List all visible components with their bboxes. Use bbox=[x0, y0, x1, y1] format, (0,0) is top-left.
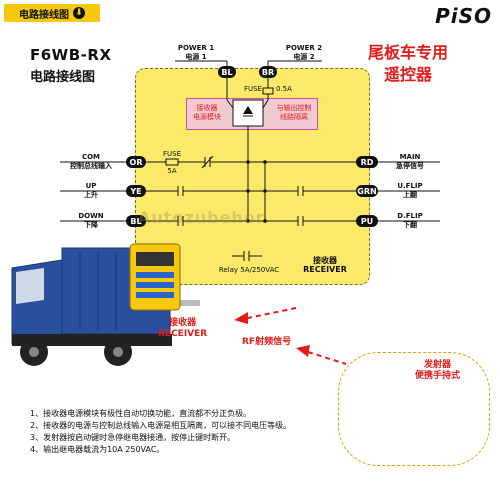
main-en: MAIN bbox=[399, 153, 421, 161]
product-title-line1: 尾板车专用 bbox=[368, 43, 449, 62]
or-badge: OR bbox=[126, 156, 146, 168]
product-title-line2: 遥控器 bbox=[384, 65, 433, 84]
truck-window bbox=[16, 268, 44, 304]
grn-badge: GRN bbox=[356, 185, 378, 197]
pu-badge: PU bbox=[356, 215, 378, 227]
module-right-line1: 与输出控制 bbox=[276, 104, 312, 112]
dflip-label: D.FLIP 下翻 bbox=[388, 212, 432, 230]
up-label: UP 上升 bbox=[66, 182, 116, 200]
diagram-subtitle: 电路接线图 bbox=[30, 70, 96, 85]
note-item: 1、接收器电源模块有极性自动切换功能，直流都不分正负极。 bbox=[30, 409, 252, 418]
transmitter-label: 发射器 便携手持式 bbox=[415, 360, 460, 382]
com-fuse-symbol bbox=[165, 158, 179, 166]
product-title: 尾板车专用 遥控器 bbox=[368, 42, 448, 86]
module-left-line2: 电源模块 bbox=[193, 113, 221, 121]
main-label: MAIN 急停信号 bbox=[388, 153, 432, 171]
receiver-cn: 接收器 bbox=[313, 256, 337, 265]
up-en: UP bbox=[85, 182, 97, 190]
rd-badge: RD bbox=[356, 156, 378, 168]
fuse-top-value: 0.5A bbox=[276, 85, 292, 93]
power2-label: POWER 2 电源 2 bbox=[282, 44, 326, 62]
module-right-text: 与输出控制 线路隔离 bbox=[272, 104, 316, 122]
section-tag-label: 电路接线图 bbox=[19, 9, 69, 21]
com-fuse-value: 5A bbox=[167, 167, 177, 175]
section-tag: 电路接线图 ⬇ bbox=[4, 4, 100, 22]
module-right-line2: 线路隔离 bbox=[280, 113, 308, 121]
rf-arrow-transmitter bbox=[307, 351, 347, 365]
transmitter-label-line1: 发射器 bbox=[424, 360, 452, 370]
up-cn: 上升 bbox=[84, 191, 98, 199]
note-item: 4、输出继电器载流为10A 250VAC。 bbox=[30, 445, 165, 454]
br-top-badge: BR bbox=[259, 66, 277, 78]
com-cn: 控制总线输入 bbox=[70, 162, 112, 170]
power1-en: POWER 1 bbox=[177, 44, 215, 52]
bl-badge: BL bbox=[126, 215, 146, 227]
receiver-label: 接收器 RECEIVER bbox=[300, 256, 350, 274]
rf-signal-label: RF射频信号 bbox=[242, 337, 292, 347]
dflip-cn: 下翻 bbox=[403, 221, 417, 229]
transmitter-frame bbox=[338, 352, 490, 466]
fuse-top-label: FUSE bbox=[243, 85, 262, 93]
uflip-en: U.FLIP bbox=[397, 182, 423, 190]
brand-logo: PiSO bbox=[435, 4, 492, 28]
photo-receiver-en: RECEIVER bbox=[158, 329, 208, 339]
down-en: DOWN bbox=[78, 212, 104, 220]
transmitter-label-line2: 便携手持式 bbox=[415, 371, 461, 381]
notes-list: 1、接收器电源模块有极性自动切换功能，直流都不分正负极。 2、接收器的电源与控制… bbox=[30, 408, 291, 456]
model-title: F6WB-RX bbox=[30, 46, 112, 64]
relay-label: Relay 5A/250VAC bbox=[218, 266, 280, 274]
photo-receiver-cn: 接收器 bbox=[169, 318, 197, 328]
dflip-en: D.FLIP bbox=[397, 212, 423, 220]
main-cn: 急停信号 bbox=[396, 162, 424, 170]
receiver-en: RECEIVER bbox=[303, 265, 347, 274]
note-item: 2、接收器的电源与控制总线输入电源是相互隔离，可以接不同电压等级。 bbox=[30, 421, 292, 430]
com-en: COM bbox=[81, 153, 101, 161]
uflip-cn: 上翻 bbox=[403, 191, 417, 199]
down-label: DOWN 下降 bbox=[66, 212, 116, 230]
photo-receiver-label: 接收器 RECEIVER bbox=[158, 318, 207, 340]
bl-top-badge: BL bbox=[218, 66, 236, 78]
truck-illustration bbox=[11, 247, 200, 366]
power1-cn: 电源 1 bbox=[185, 53, 207, 61]
power1-label: POWER 1 电源 1 bbox=[174, 44, 218, 62]
module-left-line1: 接收器 bbox=[196, 104, 218, 112]
com-fuse-label: FUSE bbox=[162, 150, 182, 158]
note-item: 3、发射器按启动键时急停继电器接通，按停止键时断开。 bbox=[30, 433, 236, 442]
uflip-label: U.FLIP 上翻 bbox=[388, 182, 432, 200]
ye-badge: YE bbox=[126, 185, 146, 197]
rf-arrow-receiver bbox=[247, 307, 297, 319]
rectifier-diode-icon bbox=[243, 106, 253, 114]
power2-en: POWER 2 bbox=[285, 44, 323, 52]
watermark: Autozubehor bbox=[138, 208, 265, 227]
com-label: COM 控制总线输入 bbox=[66, 153, 116, 171]
receiver-unit bbox=[129, 243, 181, 311]
fuse-top-symbol bbox=[262, 87, 274, 95]
module-left-text: 接收器 电源模块 bbox=[188, 104, 226, 122]
power2-cn: 电源 2 bbox=[293, 53, 315, 61]
down-cn: 下降 bbox=[84, 221, 98, 229]
download-icon: ⬇ bbox=[73, 7, 85, 19]
